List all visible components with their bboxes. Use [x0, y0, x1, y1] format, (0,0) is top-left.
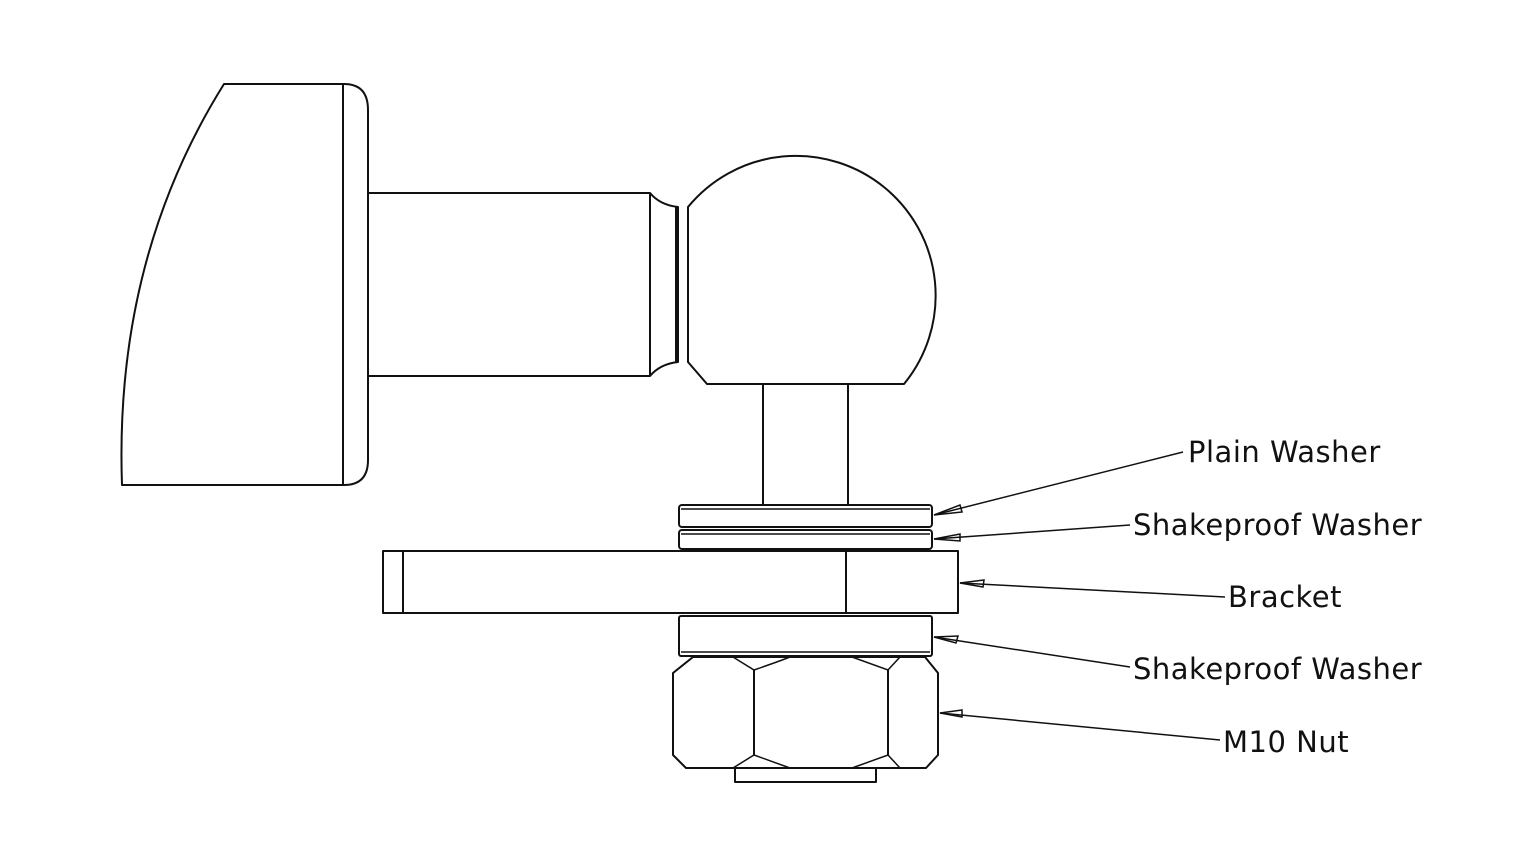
label-plain-washer: Plain Washer	[1188, 435, 1381, 469]
m10-nut-shape	[672, 656, 939, 783]
bracket-shape	[382, 550, 959, 614]
stud	[762, 384, 849, 505]
label-shakeproof-washer-lower: Shakeproof Washer	[1133, 652, 1423, 686]
label-m10-nut: M10 Nut	[1223, 725, 1350, 759]
plain-washer-shape	[678, 504, 933, 528]
shaft	[368, 192, 689, 377]
ball	[687, 154, 937, 385]
shakeproof-washer-upper-shape	[678, 529, 933, 550]
label-bracket: Bracket	[1228, 580, 1343, 614]
shakeproof-washer-lower-shape	[678, 615, 933, 657]
label-shakeproof-washer-upper: Shakeproof Washer	[1133, 508, 1423, 542]
leader-lines	[933, 451, 1226, 741]
lever-head	[120, 83, 369, 486]
